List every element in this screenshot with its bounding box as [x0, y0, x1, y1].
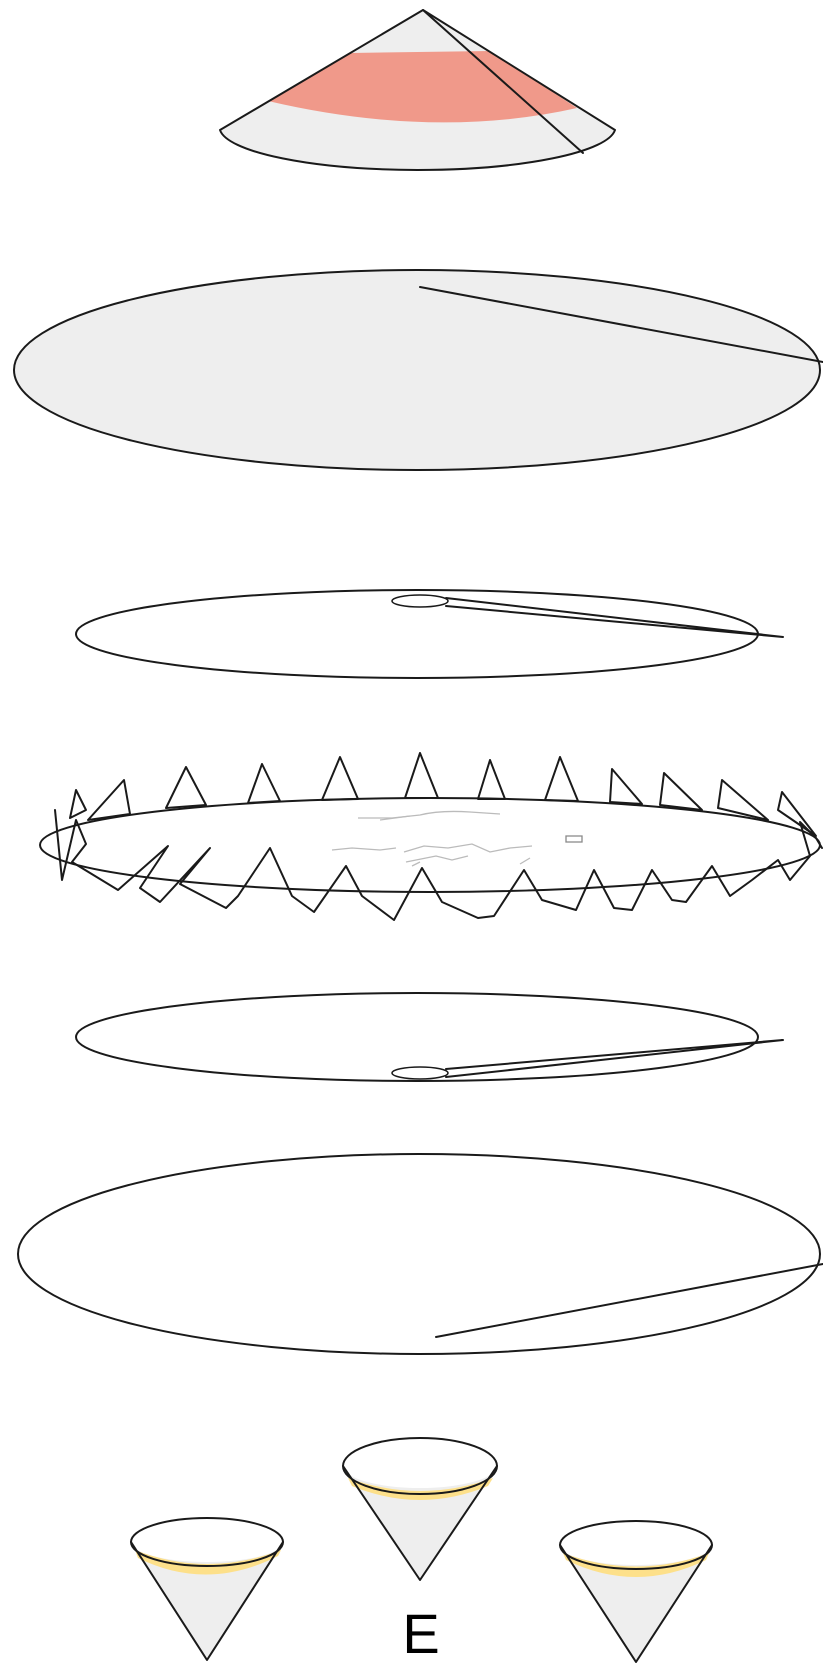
upper-thin-ring-loop	[392, 595, 448, 607]
spiked-ring-zigzag	[55, 810, 822, 920]
large-open-disc	[18, 1154, 823, 1354]
lower-thin-ring-seam	[446, 1040, 783, 1077]
figure-label: E	[402, 1602, 439, 1664]
spiked-ring-faint-text	[332, 811, 582, 866]
upper-thin-ring-ellipse	[76, 590, 758, 678]
upper-thin-ring	[76, 590, 783, 678]
large-grey-disc-ellipse	[14, 270, 820, 470]
top-cone	[220, 10, 615, 170]
large-grey-disc	[14, 270, 823, 470]
large-open-disc-seam	[436, 1264, 823, 1337]
large-open-disc-ellipse	[18, 1154, 820, 1354]
small-cone-center-rim	[343, 1438, 497, 1494]
small-cone-right	[560, 1521, 712, 1662]
small-cone-left	[131, 1518, 283, 1660]
lower-thin-ring	[76, 993, 783, 1081]
lower-thin-ring-loop	[392, 1067, 448, 1079]
small-cone-right-rim	[560, 1521, 712, 1569]
spiked-ring	[40, 753, 822, 920]
small-cone-left-rim	[131, 1518, 283, 1566]
lower-thin-ring-ellipse	[76, 993, 758, 1081]
spiked-ring-spikes-top	[70, 753, 816, 836]
small-cone-center-body	[343, 1466, 497, 1580]
small-cone-center	[343, 1438, 497, 1580]
